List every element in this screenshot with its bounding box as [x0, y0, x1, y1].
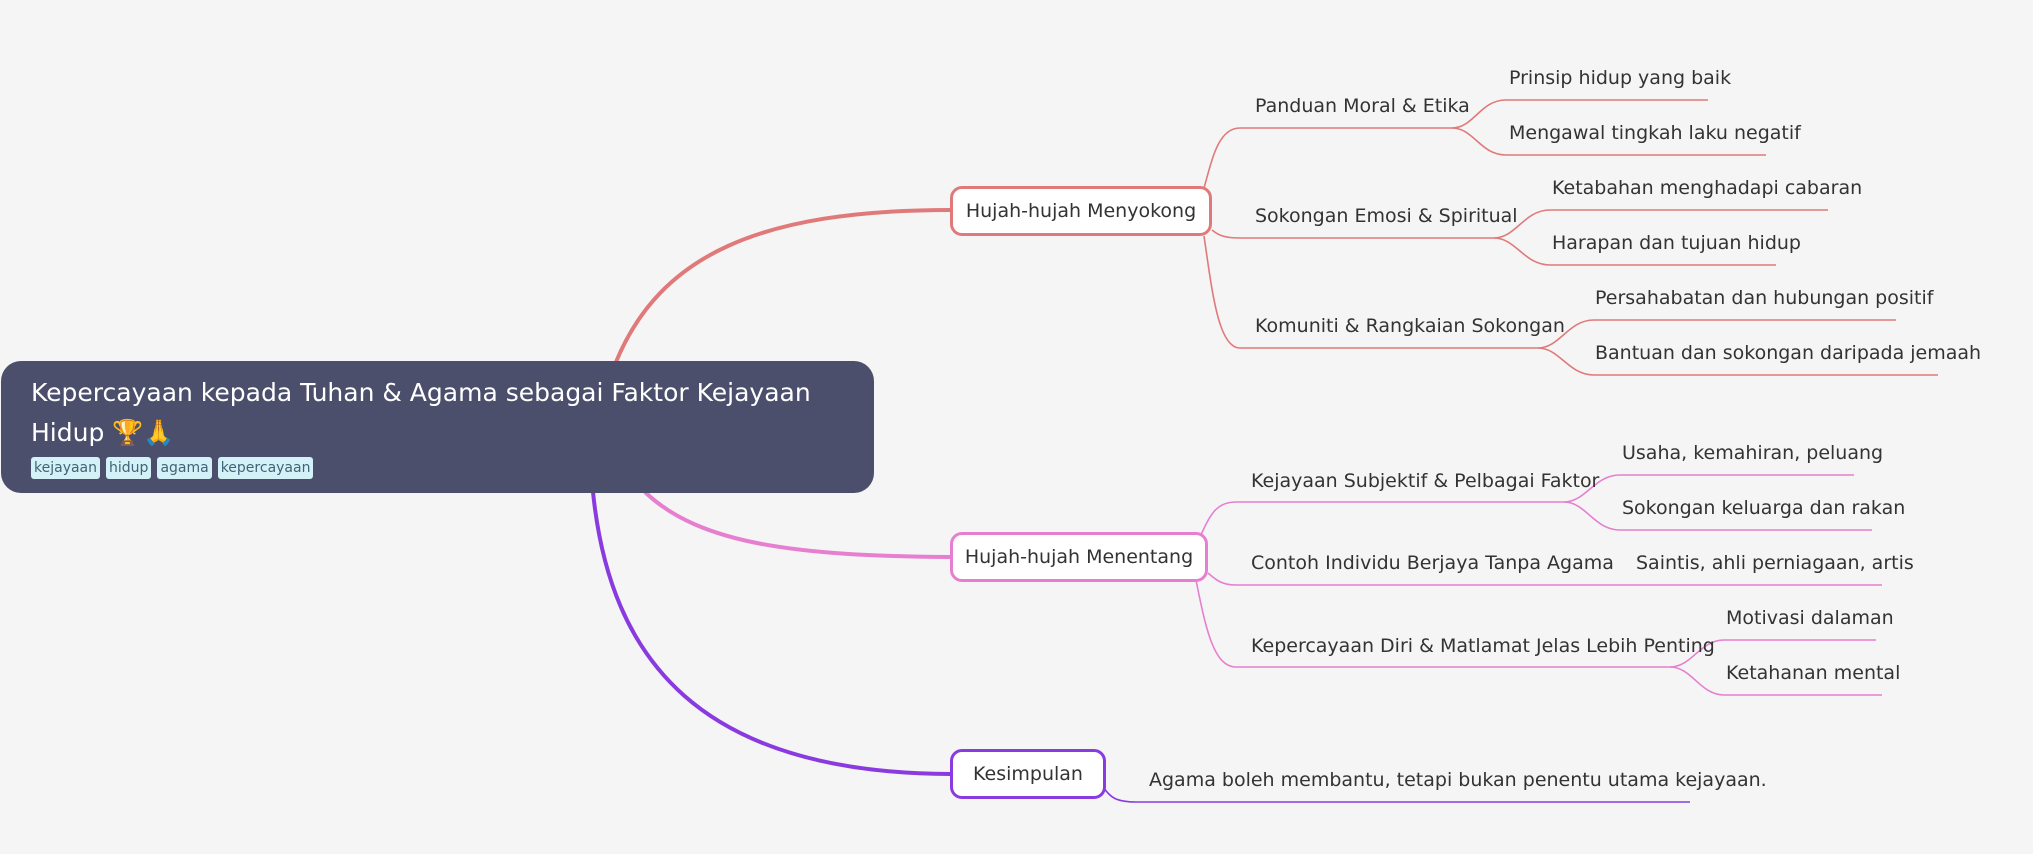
tag-kepercayaan[interactable]: kepercayaan [217, 457, 314, 479]
connector-against-leaf-4 [1669, 666, 1882, 696]
connector-against-topic-2 [1207, 572, 1882, 586]
topic-against-3[interactable]: Kepercayaan Diri & Matlamat Jelas Lebih … [1251, 635, 1715, 657]
branch-against-label: Hujah-hujah Menentang [964, 546, 1194, 568]
leaf-against-1[interactable]: Usaha, kemahiran, peluang [1622, 442, 1884, 464]
leaf-support-4[interactable]: Harapan dan tujuan hidup [1552, 232, 1801, 254]
connector-support-leaf-1 [1451, 99, 1708, 129]
topic-support-3[interactable]: Komuniti & Rangkaian Sokongan [1255, 315, 1565, 337]
connector-support-topic-2 [1211, 229, 1494, 239]
topic-conclusion-1[interactable]: Agama boleh membantu, tetapi bukan penen… [1149, 769, 1767, 791]
connector-against-leaf-2 [1563, 501, 1872, 531]
leaf-support-2[interactable]: Mengawal tingkah laku negatif [1509, 122, 1801, 144]
tag-kejayaan[interactable]: kejayaan [31, 457, 101, 479]
branch-support-label: Hujah-hujah Menyokong [965, 200, 1197, 222]
leaf-against-4[interactable]: Motivasi dalaman [1726, 607, 1894, 629]
leaf-against-2[interactable]: Sokongan keluarga dan rakan [1622, 497, 1906, 519]
connector-root-conclusion [591, 491, 951, 776]
trophy-pray-emoji: 🏆🙏 [112, 418, 175, 447]
connector-against-topic-1 [1199, 501, 1564, 538]
connector-root-support [614, 208, 951, 363]
topic-support-2[interactable]: Sokongan Emosi & Spiritual [1255, 205, 1518, 227]
tag-agama[interactable]: agama [157, 457, 212, 479]
leaf-support-3[interactable]: Ketabahan menghadapi cabaran [1552, 177, 1863, 199]
leaf-support-6[interactable]: Bantuan dan sokongan daripada jemaah [1595, 342, 1982, 364]
connector-against-leaf-1 [1563, 474, 1854, 503]
leaf-support-5[interactable]: Persahabatan dan hubungan positif [1595, 287, 1934, 309]
connector-support-topic-1 [1203, 127, 1452, 189]
connector-support-leaf-5 [1537, 319, 1896, 349]
branch-conclusion-label: Kesimpulan [973, 763, 1083, 785]
leaf-support-1[interactable]: Prinsip hidup yang baik [1509, 67, 1732, 89]
connector-conclusion-topic-1 [1103, 787, 1690, 803]
root-title: Kepercayaan kepada Tuhan & Agama sebagai… [31, 378, 811, 447]
leaf-against-5[interactable]: Ketahanan mental [1726, 662, 1901, 684]
branch-against[interactable]: Hujah-hujah Menentang [950, 532, 1208, 582]
root-node[interactable]: Kepercayaan kepada Tuhan & Agama sebagai… [1, 361, 874, 493]
connector-support-leaf-3 [1493, 209, 1828, 239]
topic-support-1[interactable]: Panduan Moral & Etika [1255, 95, 1470, 117]
connector-against-topic-3 [1195, 579, 1670, 668]
topic-against-2[interactable]: Contoh Individu Berjaya Tanpa Agama [1251, 552, 1614, 574]
leaf-against-3[interactable]: Saintis, ahli perniagaan, artis [1636, 552, 1914, 574]
branch-conclusion[interactable]: Kesimpulan [950, 749, 1106, 799]
connector-support-leaf-6 [1537, 347, 1938, 376]
connector-support-topic-3 [1203, 235, 1538, 349]
connector-support-leaf-4 [1493, 237, 1776, 266]
topic-against-1[interactable]: Kejayaan Subjektif & Pelbagai Faktor [1251, 470, 1600, 492]
connector-root-against [643, 490, 951, 559]
connector-support-leaf-2 [1451, 127, 1766, 156]
branch-support[interactable]: Hujah-hujah Menyokong [950, 186, 1212, 236]
tag-hidup[interactable]: hidup [106, 457, 152, 479]
connector-against-leaf-3 [1669, 639, 1876, 668]
root-tags: kejayaan hidup agama kepercayaan [31, 457, 314, 479]
